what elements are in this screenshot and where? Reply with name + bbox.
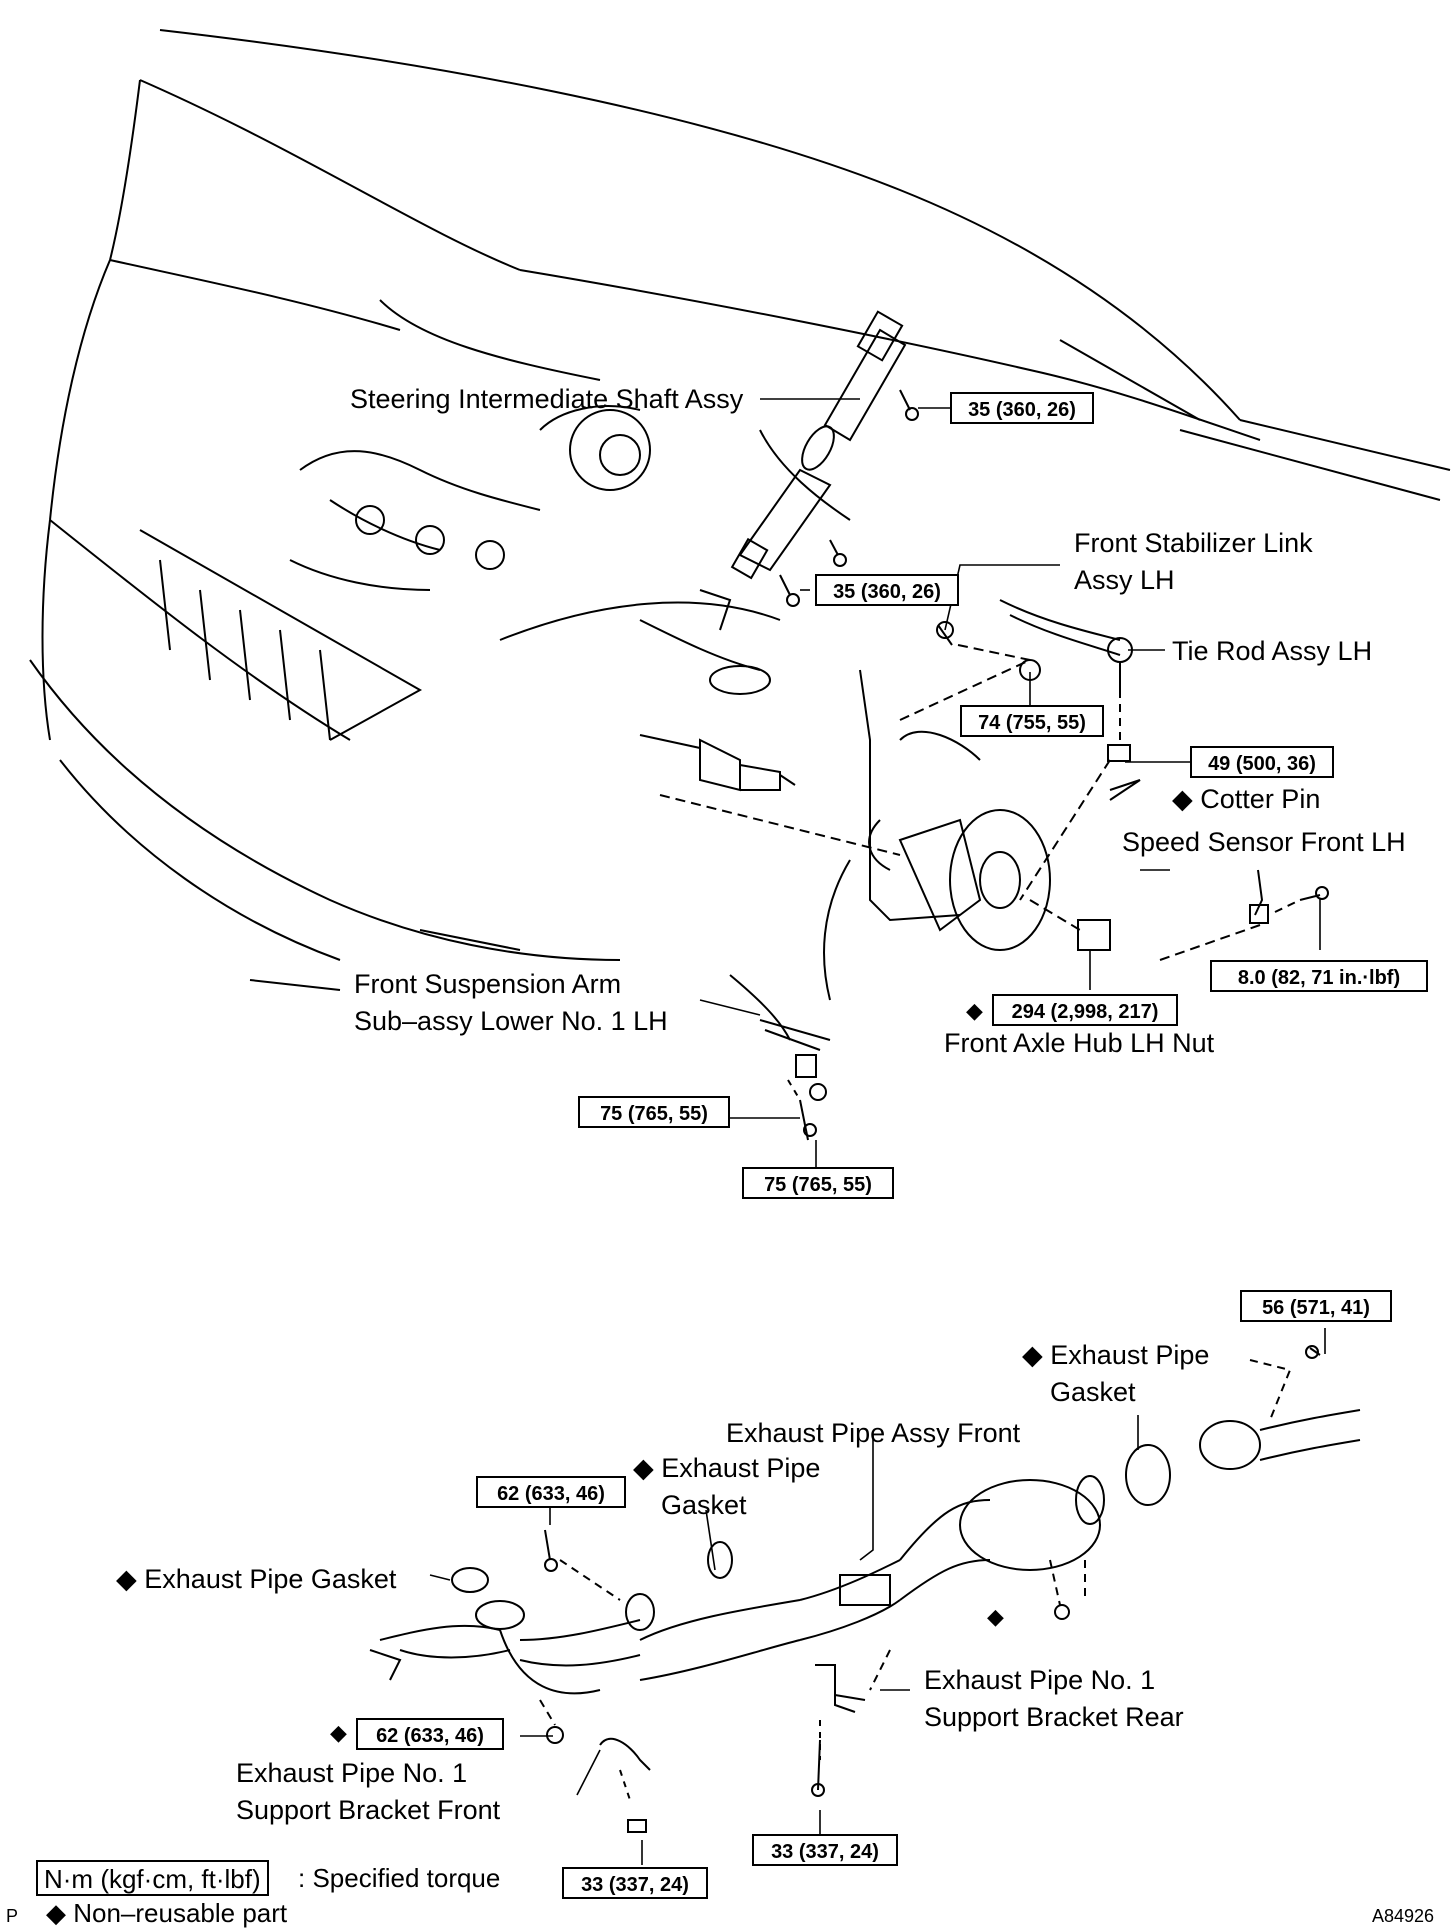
steering-shaft-drawing — [730, 310, 907, 580]
non-reusable-diamond-icon: ◆ — [116, 1564, 137, 1594]
exhaust-pipe-drawing — [369, 1409, 1361, 1695]
label-support-bracket-rear: Exhaust Pipe No. 1 Support Bracket Rear — [924, 1665, 1184, 1732]
figure-id: A84926 — [1372, 1906, 1435, 1926]
torque-exhaust-front-nut: 62 (633, 46) — [356, 1718, 504, 1750]
label-cotter-pin: ◆ Cotter Pin — [1172, 784, 1321, 814]
suspension-arm-bracket — [729, 859, 851, 1141]
cotter-pin-drawing — [1109, 779, 1141, 801]
legend-non-reusable: ◆ Non–reusable part — [46, 1898, 288, 1928]
torque-exhaust-front-bolt: 62 (633, 46) — [476, 1476, 626, 1508]
label-speed-sensor: Speed Sensor Front LH — [1122, 827, 1406, 857]
label-exhaust-gasket-left: ◆ Exhaust Pipe Gasket — [116, 1564, 397, 1594]
torque-steering-upper: 35 (360, 26) — [950, 392, 1094, 424]
exhaust-fasteners — [539, 1345, 1321, 1744]
torque-arm-bolt: 75 (765, 55) — [578, 1096, 730, 1128]
torque-axle-hub-nut: 294 (2,998, 217) — [992, 994, 1178, 1026]
legend-unit-box: N·m (kgf·cm, ft·lbf) — [36, 1860, 269, 1896]
engine-sketch — [289, 405, 651, 591]
non-reusable-diamond-icon: ◆ — [1172, 784, 1193, 814]
corner-letter: P — [6, 1906, 19, 1926]
speed-sensor-drawing — [1159, 869, 1329, 961]
label-front-stabilizer-link: Front Stabilizer Link Assy LH — [1074, 528, 1313, 595]
label-front-suspension-arm: Front Suspension Arm Sub–assy Lower No. … — [354, 969, 668, 1036]
non-reusable-diamond-icon: ◆ — [633, 1453, 654, 1483]
label-exhaust-gasket-rear: ◆ Exhaust Pipe Gasket — [1022, 1340, 1210, 1407]
non-reusable-diamond-icon: ◆ — [1022, 1340, 1043, 1370]
knuckle-hub-drawing — [659, 669, 1051, 951]
legend-unit-text: : Specified torque — [298, 1863, 501, 1893]
non-reusable-diamond-icon: ◆ — [966, 998, 983, 1023]
label-exhaust-gasket-mid: ◆ Exhaust Pipe Gasket — [633, 1453, 821, 1520]
car-body-outline — [29, 29, 1451, 991]
torque-steering-lower: 35 (360, 26) — [815, 574, 959, 606]
label-steering-intermediate-shaft: Steering Intermediate Shaft Assy — [350, 384, 744, 414]
torque-bracket-rear-bolt: 33 (337, 24) — [752, 1834, 898, 1866]
steering-bolts — [779, 389, 919, 607]
steering-gear — [639, 589, 771, 695]
axle-nut-drawing — [1029, 899, 1111, 951]
drive-shaft-drawing — [639, 734, 796, 792]
torque-speed-sensor-bolt: 8.0 (82, 71 in.·lbf) — [1210, 960, 1428, 992]
label-exhaust-pipe-assy-front: Exhaust Pipe Assy Front — [726, 1418, 1021, 1448]
non-reusable-diamond-icon: ◆ — [330, 1720, 347, 1745]
leader-lines — [429, 398, 1326, 1865]
support-bracket-front-drawing — [599, 1737, 651, 1833]
label-support-bracket-front: Exhaust Pipe No. 1 Support Bracket Front — [236, 1758, 501, 1825]
tie-rod-drawing — [999, 599, 1133, 901]
label-front-axle-hub-nut: Front Axle Hub LH Nut — [944, 1028, 1215, 1058]
torque-exhaust-rear-bolt: 56 (571, 41) — [1240, 1290, 1392, 1322]
label-tie-rod: Tie Rod Assy LH — [1172, 636, 1373, 666]
torque-arm-nut: 75 (765, 55) — [742, 1167, 894, 1199]
non-reusable-diamond-icon: ◆ — [46, 1898, 66, 1928]
non-reusable-diamond-icon: ◆ — [987, 1604, 1004, 1629]
support-bracket-rear-drawing — [811, 1649, 891, 1797]
torque-bracket-front-nut: 33 (337, 24) — [562, 1867, 708, 1899]
torque-stabilizer-nut: 74 (755, 55) — [960, 705, 1104, 737]
torque-tie-rod-nut: 49 (500, 36) — [1190, 746, 1334, 778]
